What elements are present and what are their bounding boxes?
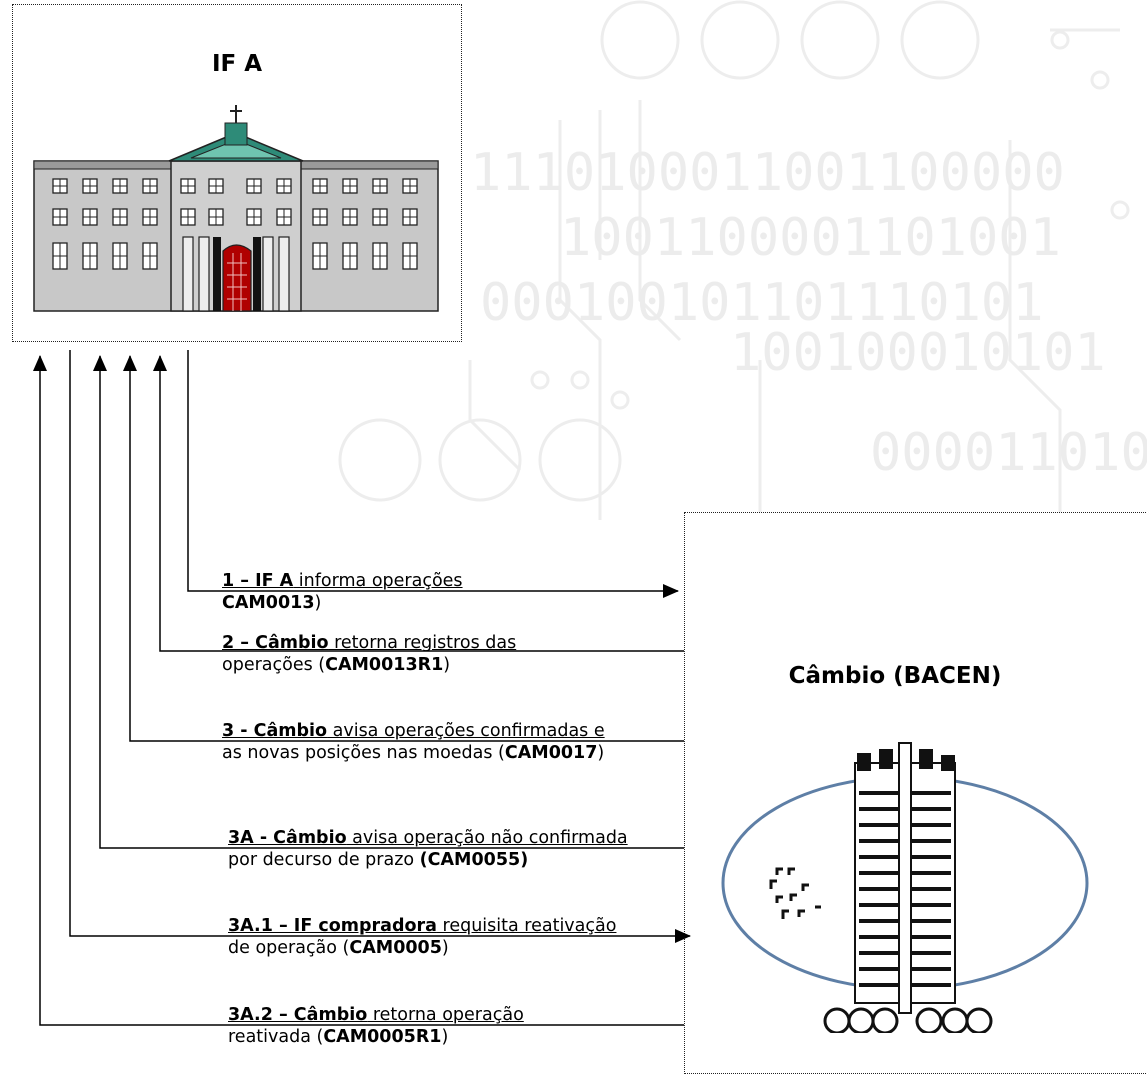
arrow-2 xyxy=(153,355,684,652)
message-3a-label: 3A - Câmbio avisa operação não confirmad… xyxy=(228,827,628,871)
message-3a2-label: 3A.2 – Câmbio retorna operação reativada… xyxy=(228,1004,524,1048)
message-1-label: 1 – IF A informa operações CAM0013) xyxy=(222,570,463,614)
message-3a1-code: CAM0005 xyxy=(349,938,442,958)
message-3-step: 3 - Câmbio xyxy=(222,721,328,741)
message-3a-tail: ) xyxy=(520,850,529,870)
message-2-label: 2 – Câmbio retorna registros das operaçõ… xyxy=(222,632,516,676)
message-1-text: informa operações xyxy=(293,571,463,591)
message-3a-step: 3A - Câmbio xyxy=(228,828,347,848)
building-icon xyxy=(33,105,439,312)
message-3a1-label: 3A.1 – IF compradora requisita reativaçã… xyxy=(228,915,616,959)
message-3a2-code: CAM0005R1 xyxy=(323,1027,442,1047)
svg-text:1110100011001100000: 1110100011001100000 xyxy=(470,143,1065,203)
message-2-text: retorna registros das xyxy=(328,633,517,653)
arrow-3a1 xyxy=(69,350,691,943)
institution-a-title: IF A xyxy=(211,51,263,77)
message-3-pre: as novas posições nas moedas ( xyxy=(222,743,505,763)
message-1-step: 1 – IF A xyxy=(222,571,294,591)
message-3-code: CAM0017 xyxy=(504,743,598,763)
svg-text:100100010101: 100100010101 xyxy=(730,323,1106,383)
message-1-code: CAM0013 xyxy=(222,593,315,613)
message-2-step: 2 – Câmbio xyxy=(222,633,329,653)
message-3-text: avisa operações confirmadas e xyxy=(327,721,605,741)
arrow-3a xyxy=(93,355,684,849)
message-3a1-tail: ) xyxy=(441,938,449,958)
cambio-box: Câmbio (BACEN) xyxy=(684,512,1147,1074)
message-1-tail: ) xyxy=(314,593,322,613)
arrow-1 xyxy=(187,350,679,598)
arrow-3 xyxy=(123,355,684,742)
message-3a2-step: 3A.2 – Câmbio xyxy=(228,1005,368,1025)
cambio-title: Câmbio (BACEN) xyxy=(788,663,1002,689)
arrow-3a2 xyxy=(33,355,684,1026)
svg-text:000100101101110101: 000100101101110101 xyxy=(480,273,1044,333)
message-3a-code: (CAM0055 xyxy=(419,850,521,870)
message-3a-text: avisa operação não confirmada xyxy=(346,828,628,848)
message-2-code: CAM0013R1 xyxy=(325,655,444,675)
svg-text:000011010: 000011010 xyxy=(870,423,1147,483)
message-3a2-text: retorna operação xyxy=(367,1005,524,1025)
message-3-label: 3 - Câmbio avisa operações confirmadas e… xyxy=(222,720,605,764)
central-bank-building-icon xyxy=(721,742,1089,1033)
message-3a2-pre: reativada ( xyxy=(228,1027,324,1047)
message-2-tail: ) xyxy=(443,655,451,675)
message-3-tail: ) xyxy=(597,743,605,763)
message-3a2-tail: ) xyxy=(441,1027,449,1047)
message-3a1-pre: de operação ( xyxy=(228,938,350,958)
institution-a-box: IF A xyxy=(12,4,462,342)
message-3a-pre: por decurso de prazo xyxy=(228,850,420,870)
message-3a1-text: requisita reativação xyxy=(436,916,617,936)
message-3a1-step: 3A.1 – IF compradora xyxy=(228,916,437,936)
svg-text:1001100001101001: 1001100001101001 xyxy=(560,208,1061,268)
message-2-pre: operações ( xyxy=(222,655,326,675)
